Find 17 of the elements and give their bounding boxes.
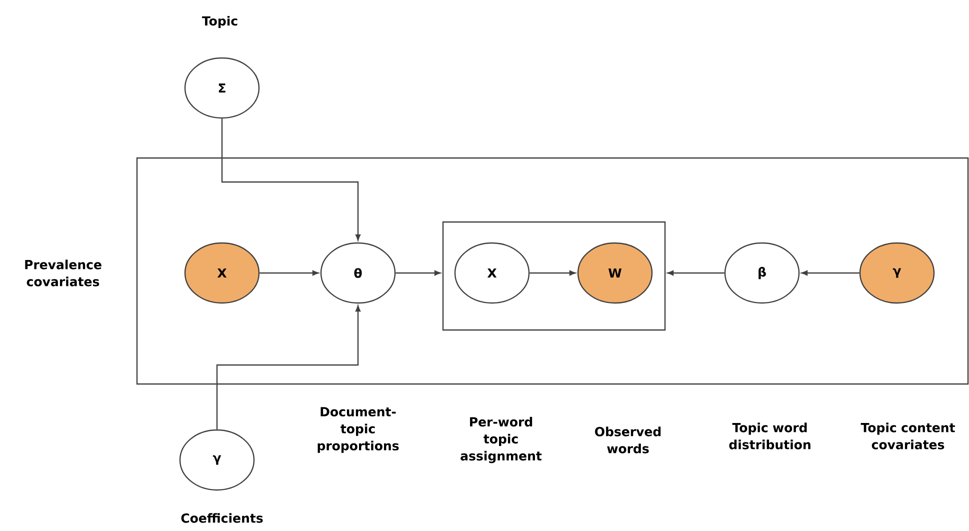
node-caption: Topic (202, 16, 238, 28)
arrow (221, 118, 361, 241)
plate-box (442, 221, 666, 331)
plate-box (136, 157, 969, 385)
node-caption: Coefficients (181, 513, 263, 523)
arrow (216, 305, 361, 430)
arrow (667, 270, 724, 276)
annotation-label: Topic content covariates (860, 422, 955, 450)
annotation-label: Per-word topic assignment (460, 416, 542, 464)
annotation-label: Document-topic proportions (318, 407, 399, 453)
arrow (260, 270, 319, 276)
annotation-label: Prevalence covariates (25, 260, 102, 286)
arrow (801, 270, 860, 276)
annotation-label: Topic word distribution (729, 422, 810, 450)
arrow (530, 270, 576, 276)
arrow (396, 270, 441, 276)
annotation-label: Observed words (595, 426, 661, 454)
